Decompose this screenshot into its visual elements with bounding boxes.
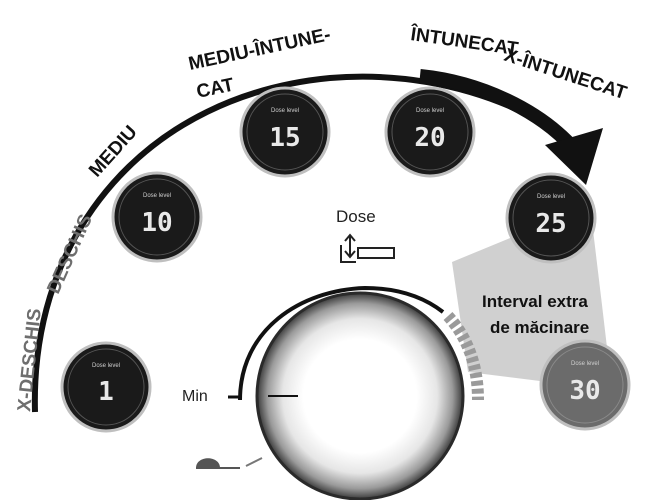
dial-20: Dose level 20 [384, 86, 476, 178]
dial-value: 15 [269, 123, 300, 153]
grind-knob [255, 291, 465, 500]
dial-caption: Dose level [271, 108, 299, 114]
dial-1: Dose level 1 [60, 341, 152, 433]
knob-extra-scale [443, 311, 484, 401]
extra-range-line2: de măcinare [490, 318, 589, 337]
arrow-head-icon [545, 128, 603, 185]
dial-value: 1 [98, 377, 114, 407]
label-x-deschis: X-DESCHIS [14, 307, 46, 412]
dial-caption: Dose level [416, 108, 444, 114]
dial-caption: Dose level [92, 363, 120, 369]
dial-value: 10 [141, 208, 172, 238]
dial-value: 20 [414, 123, 445, 153]
dial-25: Dose level 25 [505, 172, 597, 264]
dial-value: 25 [535, 209, 566, 239]
scale-arc-thick [419, 69, 581, 155]
dial-caption: Dose level [571, 361, 599, 367]
dial-caption: Dose level [143, 193, 171, 199]
min-tick [228, 395, 242, 400]
dial-value: 30 [569, 376, 600, 406]
label-mediu: MEDIU [85, 122, 142, 182]
label-x-intunecat: X-ÎNTUNECAT [501, 44, 629, 104]
min-label: Min [182, 388, 208, 405]
label-mediu-intunecat-1: MEDIU-ÎNTUNE- [186, 23, 332, 75]
label-intunecat: ÎNTUNECAT [408, 23, 520, 60]
dial-caption: Dose level [537, 194, 565, 200]
dose-label: Dose [336, 207, 376, 226]
label-deschis: DESCHIS [43, 211, 97, 297]
dial-30: Dose level 30 [539, 339, 631, 431]
dial-15: Dose level 15 [239, 86, 331, 178]
scoop-icon [196, 457, 263, 469]
dial-10: Dose level 10 [111, 171, 203, 263]
knob-scale-arc [238, 285, 445, 401]
dose-icon [340, 233, 395, 263]
extra-range-line1: Interval extra [482, 292, 588, 311]
